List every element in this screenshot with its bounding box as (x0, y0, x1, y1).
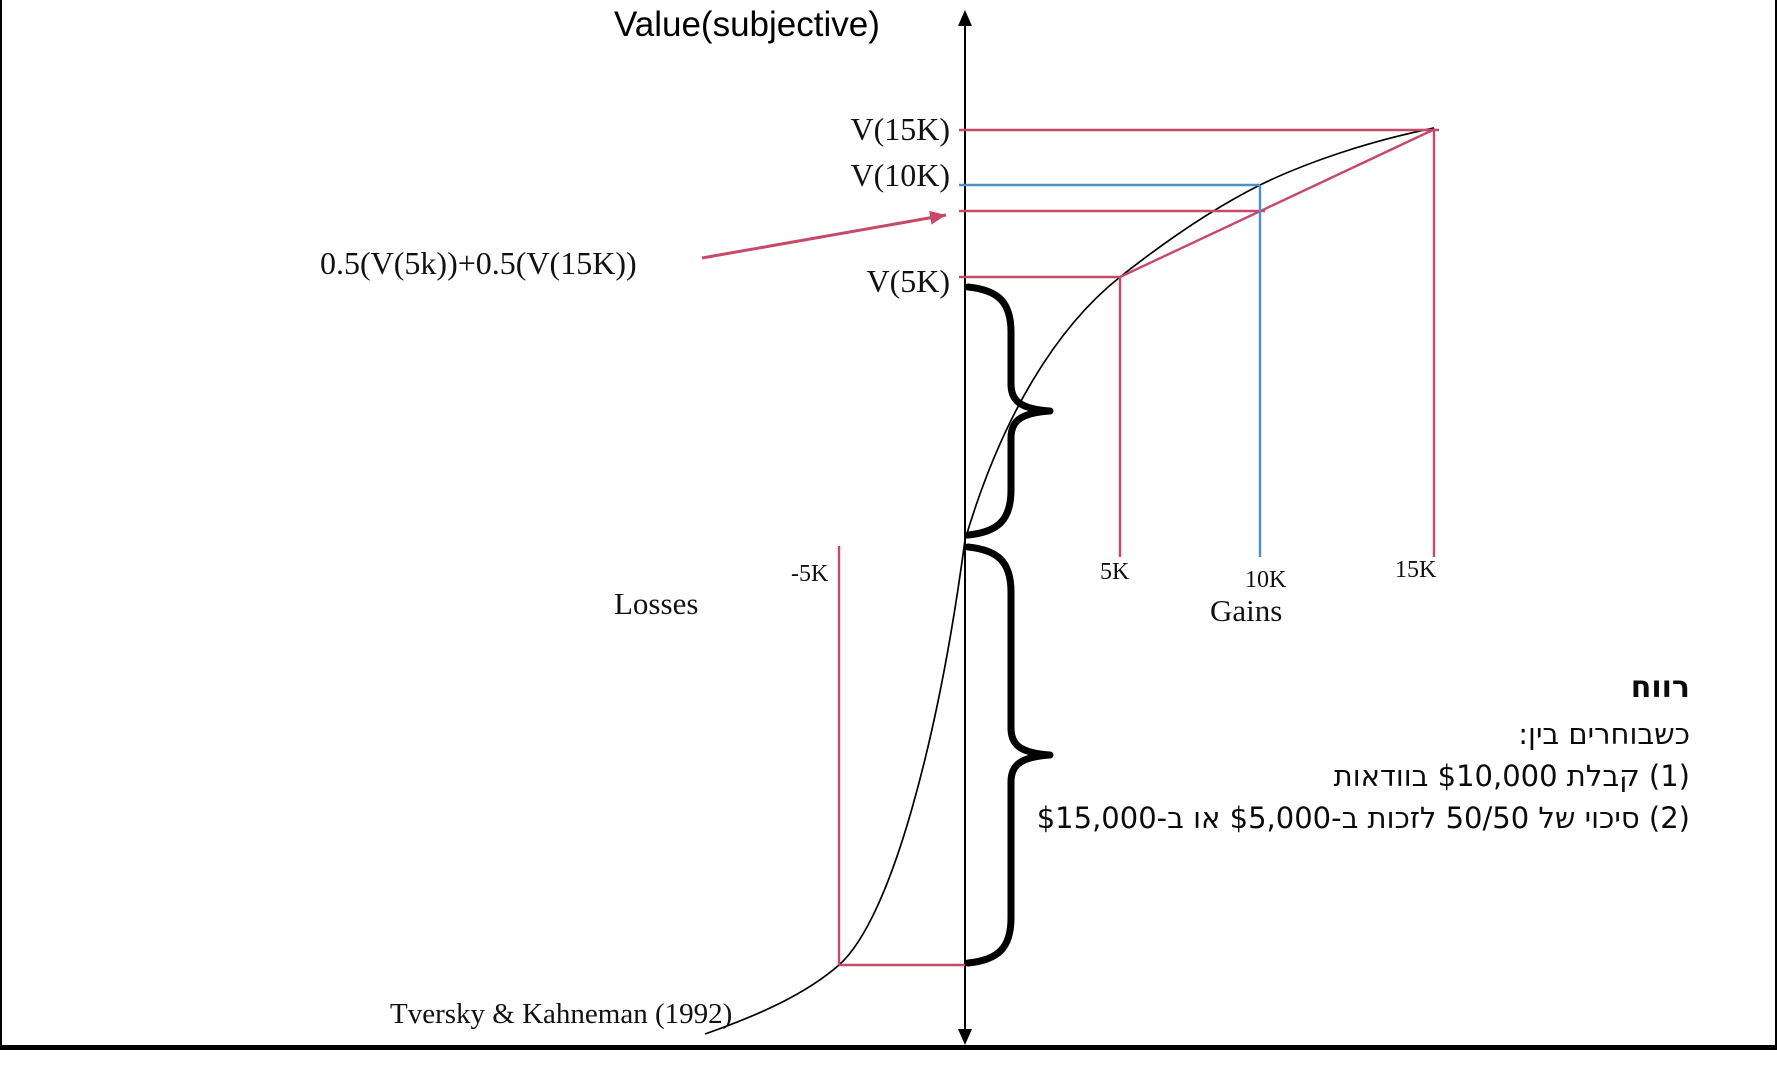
note-block: רווח כשבוחרים בין: (1) קבלת $10,000 בווד… (1037, 670, 1690, 839)
brace-loss-value (964, 543, 1054, 967)
slide-canvas: Value(subjective) V(15K) V(10K) V(5K) 0.… (0, 0, 1777, 1050)
label-v5k: V(5K) (866, 263, 950, 299)
brace-gain-value (964, 283, 1054, 539)
chart-title: Value(subjective) (614, 5, 880, 44)
note-heading: רווח (1630, 670, 1690, 705)
attribution: Tversky & Kahneman (1992) (390, 998, 733, 1030)
gamble-chord-line (1119, 127, 1436, 279)
annotation-arrow (701, 210, 947, 260)
label-v10k: V(10K) (850, 157, 950, 193)
y-axis-arrow-top (958, 10, 972, 26)
tick-5k: 5K (1100, 559, 1130, 585)
note-line-3: (2) סיכוי של 50/50 לזכות ב-$5,000 או ב-$… (1036, 801, 1690, 835)
label-losses: Losses (614, 586, 699, 621)
tick-10k: 10K (1245, 567, 1287, 593)
label-expected-value: 0.5(V(5k))+0.5(V(15K)) (320, 245, 637, 281)
figure-svg (701, 10, 1439, 1045)
tick-minus-5k: -5K (791, 561, 829, 587)
note-line-1: כשבוחרים בין: (1518, 717, 1690, 751)
tick-15k: 15K (1395, 557, 1437, 583)
label-v15k: V(15K) (850, 111, 950, 147)
y-axis-arrow-bottom (958, 1029, 972, 1045)
note-line-2: (1) קבלת $10,000 בוודאות (1333, 759, 1690, 793)
label-gains: Gains (1210, 593, 1283, 628)
